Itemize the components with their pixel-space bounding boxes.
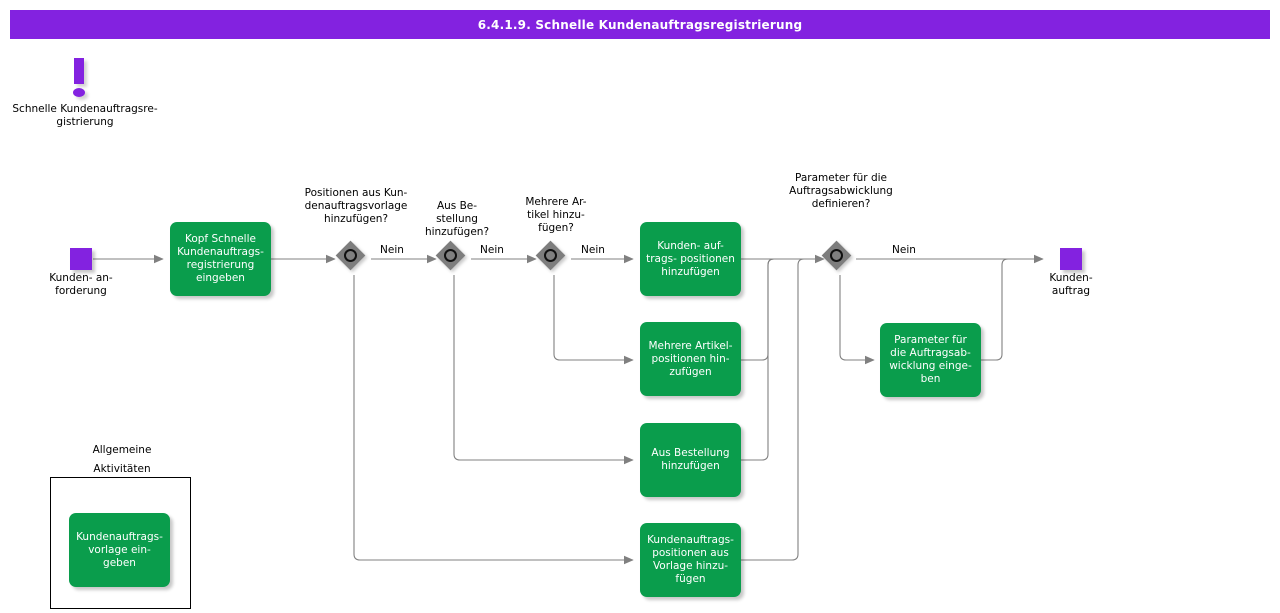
edge-label-gw1-nein: Nein <box>372 244 412 257</box>
exclamation-dot <box>73 88 85 97</box>
edge-label-gw4-nein: Nein <box>882 244 926 257</box>
edge-gw2-to-from-order <box>453 275 634 465</box>
task-kundenauftragspositionen-aus-vorlage-hinzufuegen[interactable]: Kundenauftrags- positionen aus Vorlage h… <box>640 523 741 597</box>
gateway-parameter-auftragsabwicklung[interactable] <box>821 240 855 274</box>
annotation-label: Schnelle Kundenauftragsre- gistrierung <box>12 103 158 128</box>
task-parameter-auftragsabwicklung-eingeben[interactable]: Parameter für die Auftragsab- wicklung e… <box>880 323 981 397</box>
page-title: 6.4.1.9. Schnelle Kundenauftragsregistri… <box>477 17 803 32</box>
gateway-label-1: Positionen aus Kun- denauftragsvorlage h… <box>304 187 408 225</box>
task-kundenauftragspositionen-hinzufuegen[interactable]: Kunden- auf- trags- positionen hinzufüge… <box>640 222 741 296</box>
start-event-label: Kunden- an- forderung <box>49 272 113 297</box>
edge-from-order-to-gw4 <box>741 258 824 461</box>
gateway-label-2: Aus Be- stellung hinzufügen? <box>424 200 490 238</box>
task-mehrere-artikelpositionen-hinzufuegen[interactable]: Mehrere Artikel- positionen hin- zufügen <box>640 322 741 396</box>
exclamation-icon <box>68 58 94 98</box>
task-aus-bestellung-hinzufuegen[interactable]: Aus Bestellung hinzufügen <box>640 423 741 497</box>
window-title-bar: 6.4.1.9. Schnelle Kundenauftragsregistri… <box>10 10 1270 39</box>
end-event-label: Kunden- auftrag <box>1049 272 1093 297</box>
exclamation-bar <box>74 58 84 84</box>
gateway-circle-icon <box>830 249 843 262</box>
gateway-circle-icon <box>444 249 457 262</box>
gateway-label-3: Mehrere Ar- tikel hinzu- fügen? <box>525 196 587 234</box>
task-kundenauftragsvorlage-eingeben[interactable]: Kundenauftrags- vorlage ein- geben <box>69 513 170 587</box>
group-frame <box>50 477 191 609</box>
gateway-aus-bestellung[interactable] <box>435 240 469 274</box>
group-label-allgemeine-aktivitaeten: Allgemeine Aktivitäten <box>92 444 152 475</box>
gateway-label-4: Parameter für die Auftragsabwicklung def… <box>789 172 893 210</box>
start-event-kunden-anforderung[interactable] <box>70 248 92 270</box>
edge-label-gw3-nein: Nein <box>573 244 613 257</box>
edge-gw1-to-from-template <box>353 275 634 565</box>
edge-gw3-to-multi-article <box>553 275 634 365</box>
edge-from-template-to-gw4 <box>741 258 824 561</box>
edge-label-gw2-nein: Nein <box>472 244 512 257</box>
task-kopf-schnelle-registrierung[interactable]: Kopf Schnelle Kundenauftrags- registrier… <box>170 222 271 296</box>
end-event-kundenauftrag[interactable] <box>1060 248 1082 270</box>
edge-parameters-to-end <box>981 258 1043 361</box>
gateway-circle-icon <box>544 249 557 262</box>
gateway-mehrere-artikel[interactable] <box>535 240 569 274</box>
gateway-positionen-aus-vorlage[interactable] <box>335 240 369 274</box>
edge-gw4-to-parameters <box>839 275 875 365</box>
edge-multi-article-to-gw4 <box>741 258 824 361</box>
gateway-circle-icon <box>344 249 357 262</box>
